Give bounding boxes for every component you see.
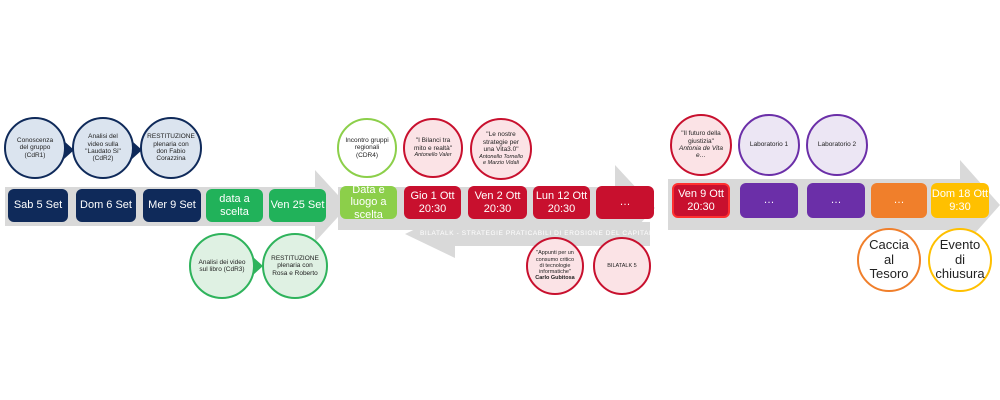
date-box[interactable]: … (871, 183, 927, 218)
date-box[interactable]: … (596, 186, 654, 219)
activity-circle: RESTITUZIONE plenaria con don Fabio Cora… (140, 117, 202, 179)
activity-circle: Laboratorio 2 (806, 114, 868, 176)
circle-label: Laboratorio 1 (749, 141, 789, 149)
activity-circle: "I Bilanci tra mito e realtà" Antonello … (403, 118, 463, 178)
date-box[interactable]: Sab 5 Set (8, 189, 68, 222)
circle-author: Carlo Gubitosa (535, 275, 575, 282)
activity-circle: Incontro gruppi regionali (CDR4) (337, 118, 397, 178)
activity-circle: Caccia al Tesoro (857, 228, 921, 292)
activity-circle: Analisi del video sulla "Laudato Si" (Cd… (72, 117, 134, 179)
connector-arrow-icon (132, 141, 142, 159)
circle-title: "Le nostre strategie per una Vita3.0" (482, 131, 520, 154)
activity-circle: Evento di chiusura (928, 228, 992, 292)
circle-label: Caccia al Tesoro (869, 236, 909, 282)
activity-circle: Analisi dei video sul libro (CdR3) (189, 233, 255, 299)
circle-label: BILATALK 5 (607, 262, 637, 269)
activity-circle: "Il futuro della giustizia" Antonia de V… (670, 114, 732, 176)
connector-arrow-icon (253, 257, 263, 275)
circle-label: Laboratorio 2 (817, 141, 857, 149)
date-box[interactable]: Dom 6 Set (76, 189, 136, 222)
activity-circle: "Appunti per un consumo critico di tecno… (526, 237, 584, 295)
date-box[interactable]: Ven 25 Set (269, 189, 326, 222)
circle-title: "I Bilanci tra mito e realtà" (413, 137, 453, 152)
circle-title: "Appunti per un consumo critico di tecno… (535, 250, 575, 276)
activity-circle: RESTITUZIONE plenaria con Rosa e Roberto (262, 233, 328, 299)
activity-circle: Laboratorio 1 (738, 114, 800, 176)
date-box[interactable]: Dom 18 Ott 9:30 (931, 183, 989, 218)
date-box[interactable]: … (807, 183, 865, 218)
circle-label: Evento di chiusura (935, 236, 985, 282)
activity-circle: BILATALK 5 (593, 237, 651, 295)
bilatalk-banner: BILATALK - STRATEGIE PRATICABILI DI EROS… (420, 230, 673, 237)
circle-label: RESTITUZIONE plenaria con Rosa e Roberto (271, 254, 319, 277)
circle-label: Incontro gruppi regionali (CDR4) (345, 136, 389, 159)
circle-label: Analisi del video sulla "Laudato Si" (Cd… (85, 133, 121, 163)
circle-label: RESTITUZIONE plenaria con don Fabio Cora… (147, 133, 195, 163)
arrow-back (405, 210, 650, 258)
circle-author: Antonello Tornello e Marzio Vidali (479, 153, 523, 167)
date-box[interactable]: Gio 1 Ott 20:30 (404, 186, 461, 219)
activity-circle: Conoscenza del gruppo (CdR1) (4, 117, 66, 179)
circle-label: Conoscenza del gruppo (CdR1) (16, 136, 54, 159)
connector-arrow-icon (64, 141, 74, 159)
date-box[interactable]: Ven 9 Ott 20:30 (672, 183, 730, 218)
date-box[interactable]: data a scelta (206, 189, 263, 222)
date-box[interactable]: Lun 12 Ott 20:30 (533, 186, 590, 219)
circle-label: Analisi dei video sul libro (CdR3) (198, 258, 246, 273)
circle-author: Antonello Valer (414, 152, 452, 159)
activity-circle: "Le nostre strategie per una Vita3.0" An… (470, 118, 532, 180)
date-box[interactable]: … (740, 183, 798, 218)
circle-title: "Il futuro della giustizia" (681, 130, 721, 145)
date-box[interactable]: Ven 2 Ott 20:30 (468, 186, 527, 219)
circle-author: Antonia de Vita e… (679, 145, 723, 160)
date-box[interactable]: Data e luogo a scelta (340, 184, 397, 221)
date-box[interactable]: Mer 9 Set (143, 189, 201, 222)
